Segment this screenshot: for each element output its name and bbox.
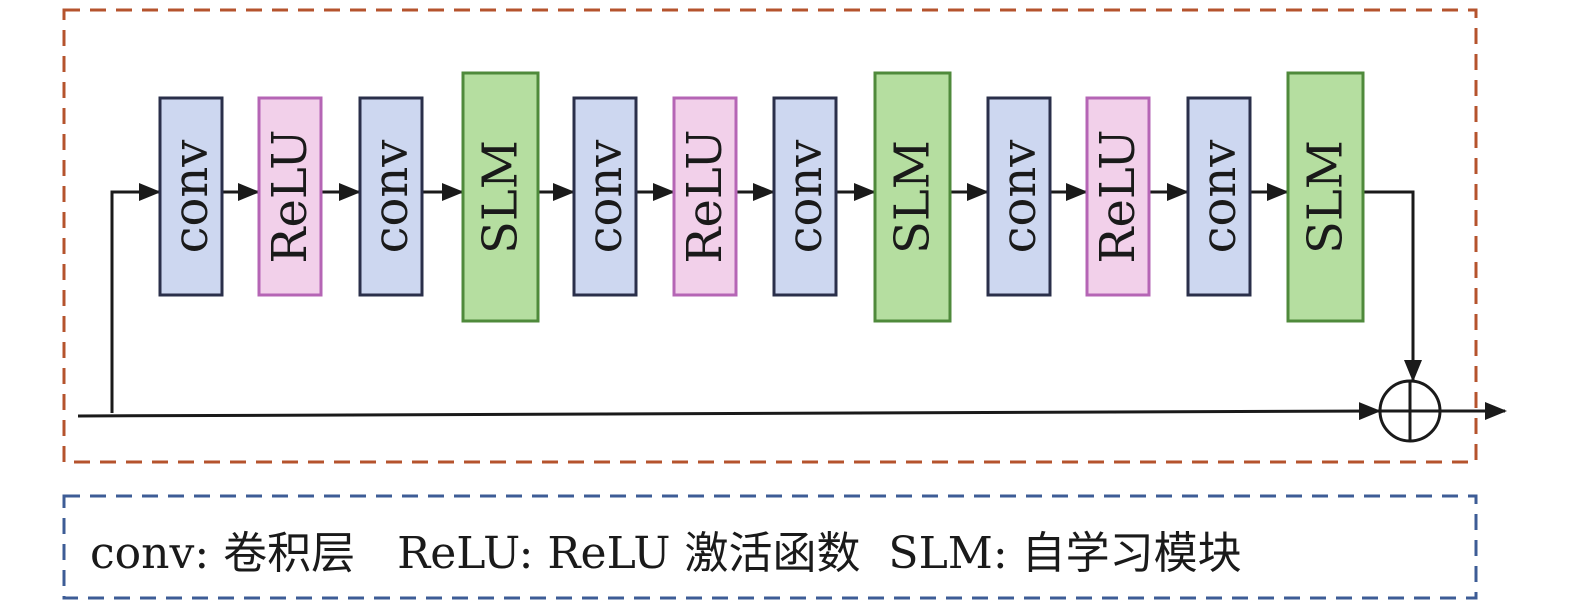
conv-block-label: conv — [991, 140, 1047, 254]
conv-block-label: conv — [1191, 140, 1247, 254]
conv-block-label: conv — [777, 140, 833, 254]
residual-block-border — [62, 8, 1478, 464]
slm-block: SLM — [873, 71, 952, 323]
relu-block: ReLU — [672, 96, 738, 297]
conv-block: conv — [358, 96, 424, 297]
slm-block: SLM — [461, 71, 540, 323]
conv-block-label: conv — [163, 140, 219, 254]
slm-block: SLM — [1286, 71, 1365, 323]
conv-block: conv — [158, 96, 224, 297]
conv-block-label: conv — [363, 140, 419, 254]
relu-block: ReLU — [1085, 96, 1151, 297]
input-arrow — [110, 183, 161, 413]
relu-block-label: ReLU — [677, 129, 733, 263]
to-sum-arrow — [1363, 190, 1422, 382]
skip-connection-arrow — [77, 402, 1381, 421]
slm-block-label: SLM — [1298, 140, 1354, 254]
block-chain: conv ReLU conv SLM conv ReLU conv SLM conv ReLU co… — [158, 71, 1365, 323]
flow-arrows — [77, 183, 1507, 421]
conv-block: conv — [772, 96, 838, 297]
legend-text: conv: 卷积层 ReLU: ReLU 激活函数 SLM: 自学习模块 — [90, 528, 1242, 579]
conv-block: conv — [1186, 96, 1252, 297]
conv-block: conv — [986, 96, 1052, 297]
relu-block-label: ReLU — [1090, 129, 1146, 263]
conv-block-label: conv — [577, 140, 633, 254]
relu-block: ReLU — [257, 96, 323, 297]
slm-block-label: SLM — [885, 140, 941, 254]
relu-block-label: ReLU — [262, 129, 318, 263]
circled-plus-icon — [1378, 379, 1442, 443]
slm-block-label: SLM — [473, 140, 529, 254]
legend-border — [62, 494, 1478, 600]
conv-block: conv — [572, 96, 638, 297]
